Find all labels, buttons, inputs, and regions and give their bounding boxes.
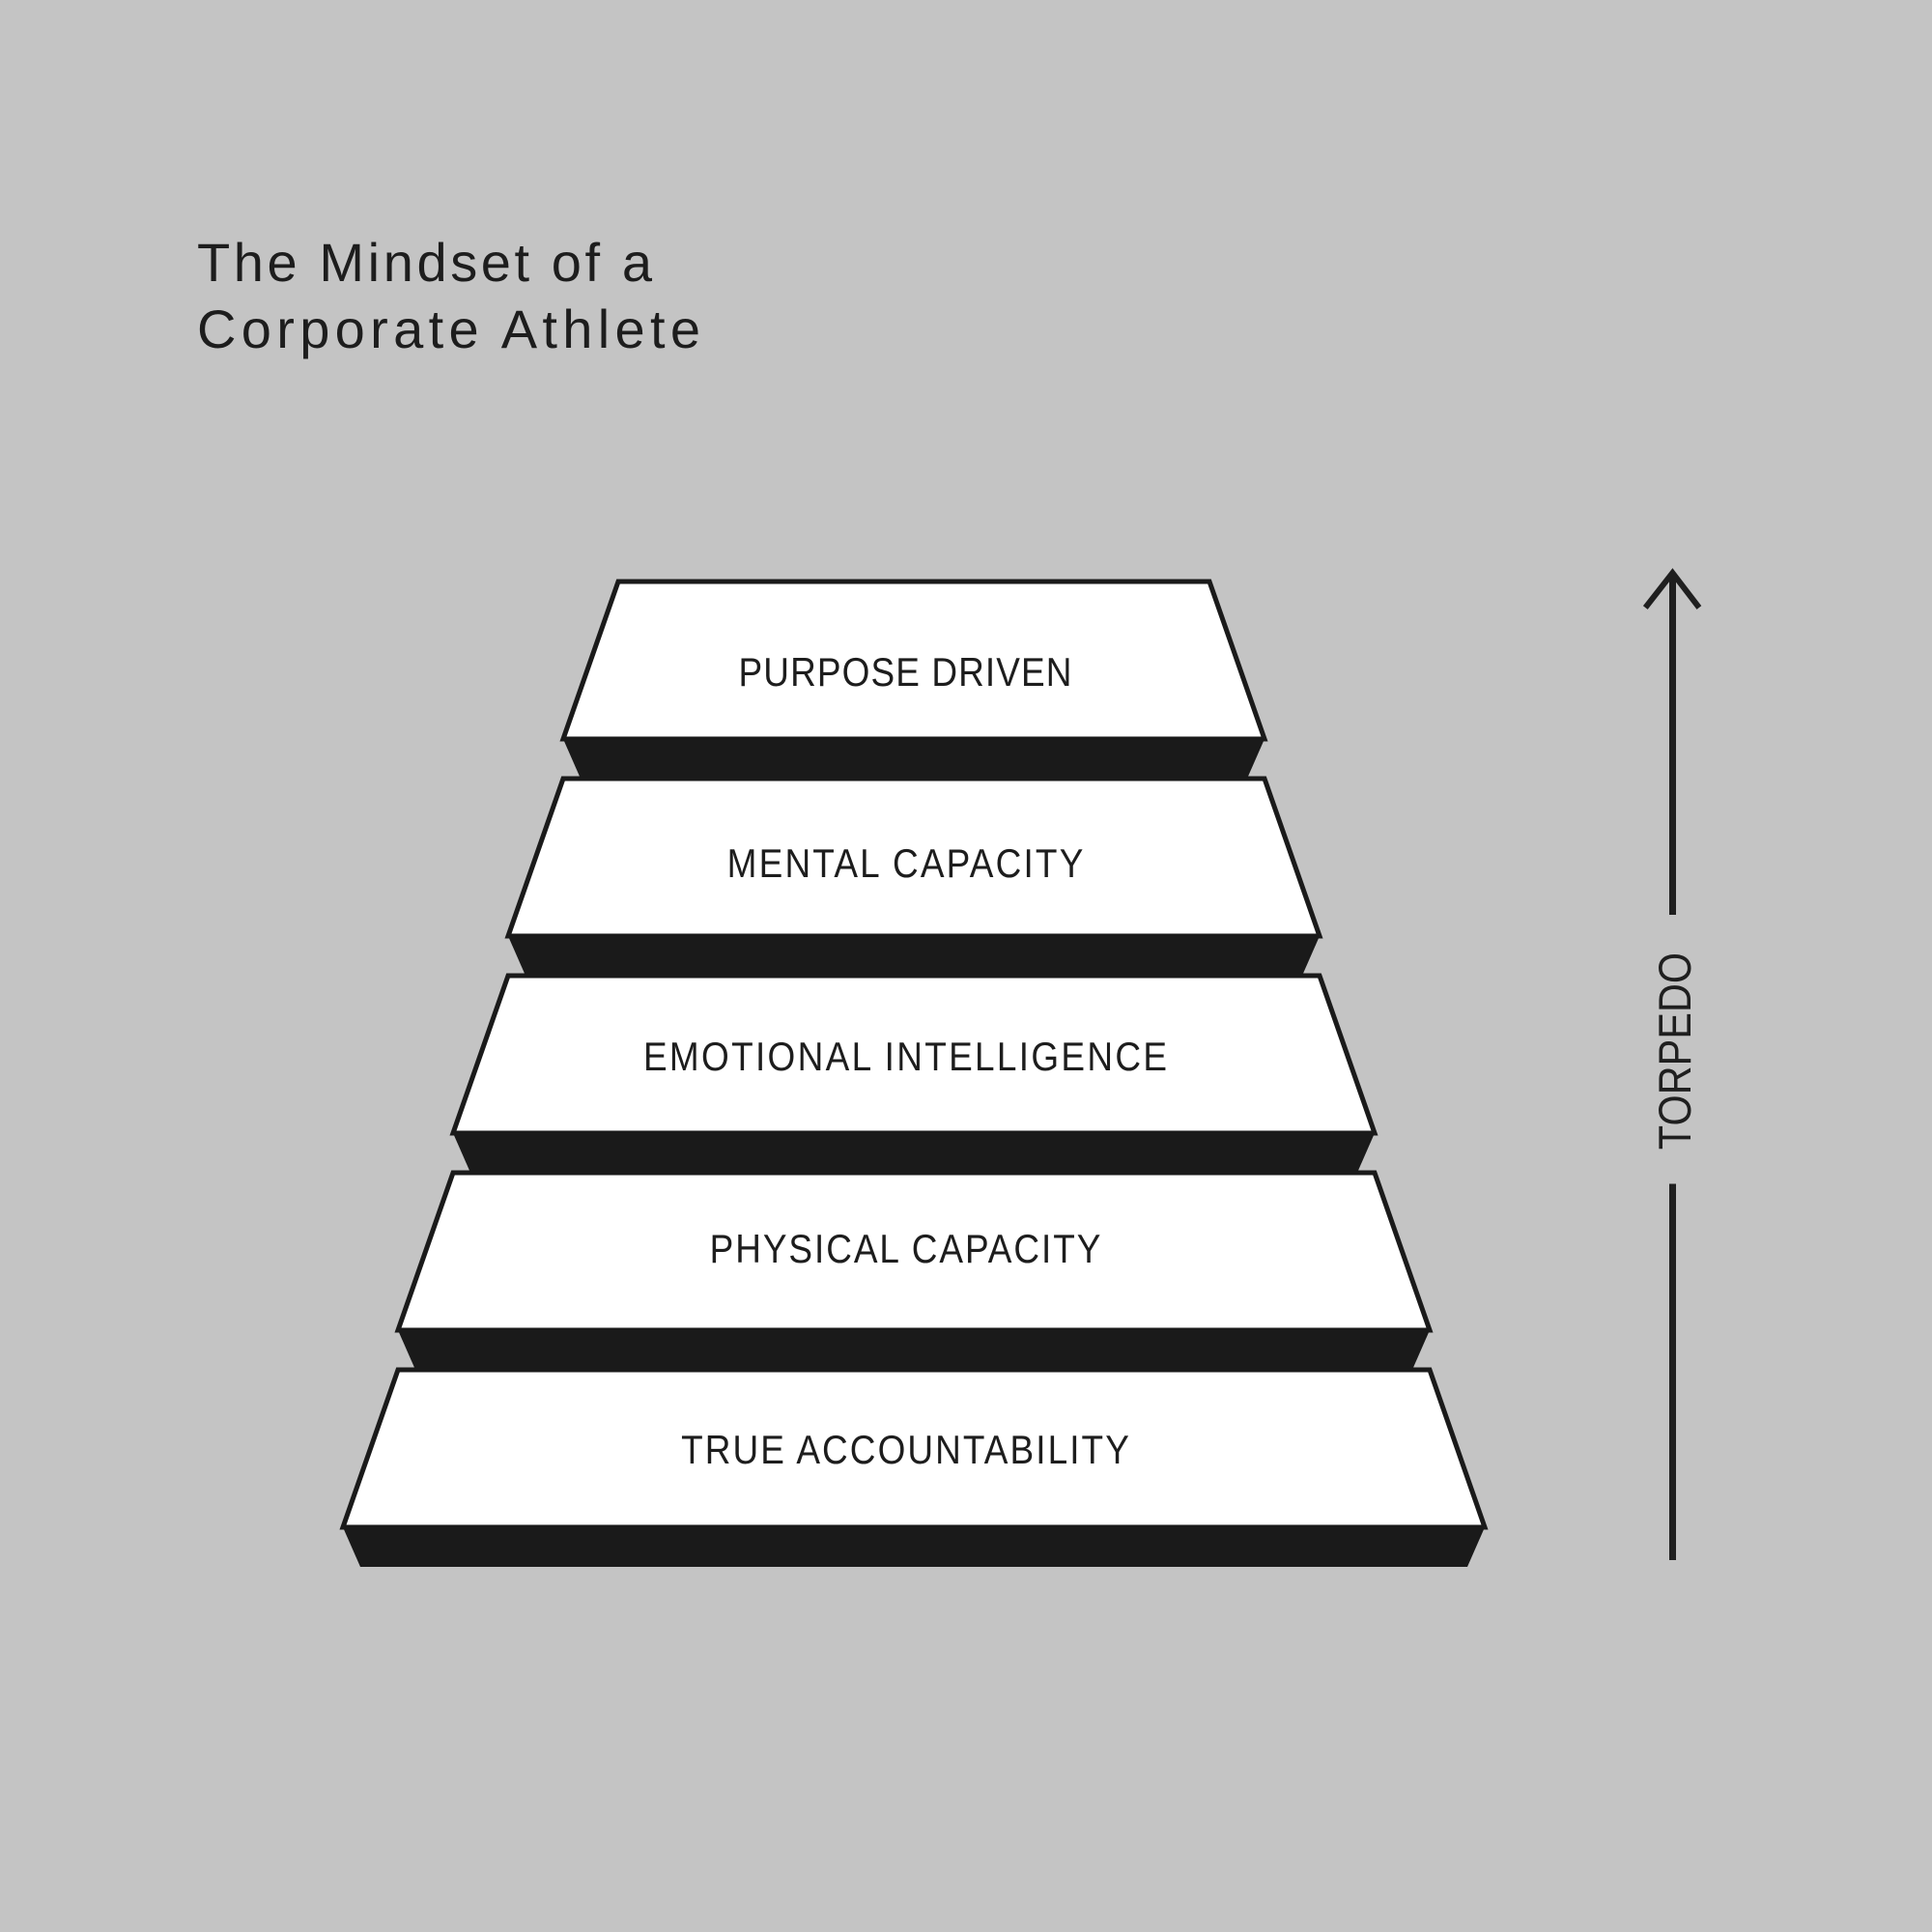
svg-text:EMOTIONAL INTELLIGENCE: EMOTIONAL INTELLIGENCE	[643, 1035, 1167, 1080]
svg-text:Corporate Athlete: Corporate Athlete	[197, 298, 700, 359]
svg-text:PHYSICAL CAPACITY: PHYSICAL CAPACITY	[710, 1227, 1101, 1272]
svg-text:TRUE ACCOUNTABILITY: TRUE ACCOUNTABILITY	[681, 1428, 1129, 1473]
svg-text:MENTAL CAPACITY: MENTAL CAPACITY	[727, 841, 1084, 887]
svg-text:The Mindset of a: The Mindset of a	[197, 232, 653, 293]
svg-text:TORPEDO: TORPEDO	[1651, 952, 1701, 1150]
svg-text:PURPOSE DRIVEN: PURPOSE DRIVEN	[739, 650, 1072, 696]
